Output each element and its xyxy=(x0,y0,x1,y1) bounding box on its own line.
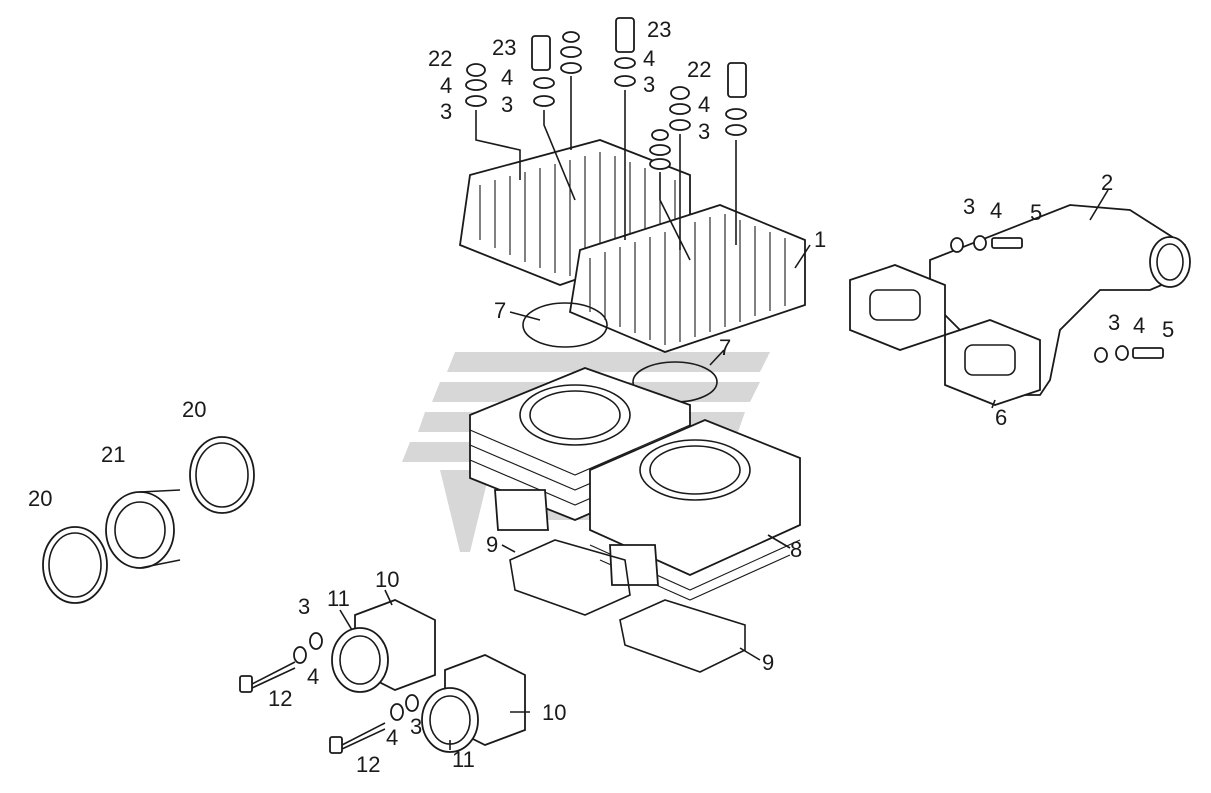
callout-23: 23 xyxy=(647,17,671,42)
callout-4: 4 xyxy=(307,664,319,689)
callout-23: 23 xyxy=(492,35,516,60)
cylinder-head-right xyxy=(568,204,806,353)
callout-11: 11 xyxy=(327,586,350,611)
callout-4: 4 xyxy=(501,65,513,90)
callout-22: 22 xyxy=(428,46,452,71)
callout-4: 4 xyxy=(698,92,710,117)
callout-3: 3 xyxy=(643,72,655,97)
callout-5: 5 xyxy=(1162,317,1174,342)
callout-1: 1 xyxy=(814,227,826,252)
callout-3: 3 xyxy=(963,194,975,219)
hose-clamp-right xyxy=(189,436,255,514)
callout-10: 10 xyxy=(542,700,566,725)
callout-10: 10 xyxy=(375,567,399,592)
callout-3: 3 xyxy=(1108,310,1120,335)
callout-3: 3 xyxy=(410,714,422,739)
leader-lines xyxy=(339,189,1109,750)
o-ring-left xyxy=(522,302,608,348)
callout-8: 8 xyxy=(790,537,802,562)
callout-12: 12 xyxy=(356,752,380,777)
callout-9: 9 xyxy=(486,532,498,557)
callout-20: 20 xyxy=(182,397,206,422)
callout-7: 7 xyxy=(719,335,731,360)
callout-4: 4 xyxy=(990,198,1002,223)
callout-22: 22 xyxy=(687,57,711,82)
callout-3: 3 xyxy=(440,99,452,124)
callout-5: 5 xyxy=(1030,200,1042,225)
carb-flange-lower xyxy=(421,654,526,753)
callout-9: 9 xyxy=(762,650,774,675)
carb-flange-upper xyxy=(331,599,436,693)
flange-bolts xyxy=(239,632,419,754)
callout-4: 4 xyxy=(1133,313,1145,338)
callout-7: 7 xyxy=(494,298,506,323)
head-fasteners xyxy=(465,17,747,261)
base-gasket-left xyxy=(509,539,631,616)
manifold-bolts xyxy=(950,235,1164,363)
callout-numbers: 1 2 3 3 3 3 3 3 3 3 4 4 4 4 4 4 4 4 5 5 … xyxy=(28,17,1174,777)
base-gasket-right xyxy=(619,599,746,673)
callout-6: 6 xyxy=(995,405,1007,430)
callout-20: 20 xyxy=(28,486,52,511)
callout-12: 12 xyxy=(268,686,292,711)
callout-4: 4 xyxy=(386,725,398,750)
callout-11: 11 xyxy=(452,747,475,772)
callout-2: 2 xyxy=(1101,170,1113,195)
callout-3: 3 xyxy=(501,92,513,117)
callout-3: 3 xyxy=(298,594,310,619)
cylinder-right xyxy=(589,419,801,601)
callout-3: 3 xyxy=(698,119,710,144)
callout-4: 4 xyxy=(643,46,655,71)
callout-4: 4 xyxy=(440,73,452,98)
rubber-connector xyxy=(105,489,181,569)
callout-21: 21 xyxy=(101,442,125,467)
hose-clamp-left xyxy=(42,526,108,604)
manifold-gasket-lower xyxy=(944,319,1041,406)
